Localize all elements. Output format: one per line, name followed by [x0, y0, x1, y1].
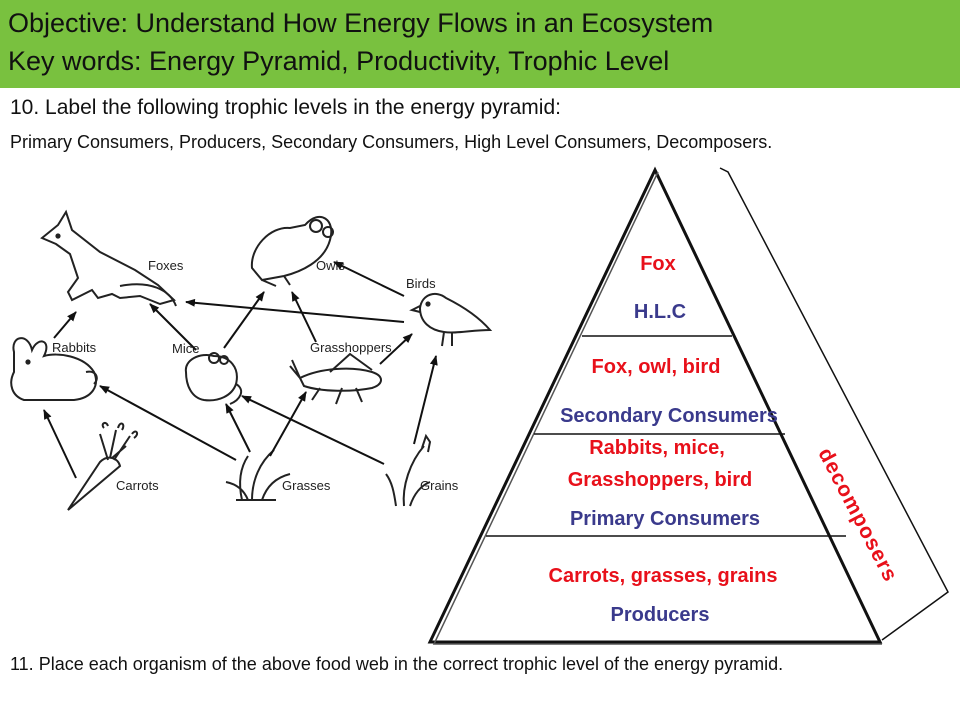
primary-organisms-line2: Grasshoppers, bird — [568, 469, 753, 491]
objective-title: Objective: Understand How Energy Flows i… — [8, 8, 714, 38]
food-web: Foxes Owls Birds Rabbits Mice Grasshoppe… — [10, 209, 493, 511]
energy-pyramid: Fox H.L.C Fox, owl, bird Secondary Consu… — [427, 166, 883, 645]
fox-icon — [40, 209, 177, 307]
arrow-grains-to-mice — [241, 395, 385, 465]
arrow-birds-to-foxes — [185, 298, 405, 323]
mouse-icon — [184, 352, 243, 405]
arrow-grasses-to-mice — [225, 403, 251, 453]
primary-organisms-line1: Rabbits, mice, — [589, 437, 725, 459]
producer-organisms: Carrots, grasses, grains — [549, 565, 778, 587]
label-grains: Grains — [420, 478, 459, 493]
arrow-mice-to-foxes — [149, 303, 197, 351]
decomposers-label: decomposers — [813, 444, 902, 586]
arrow-grasses-to-grasshoppers — [269, 391, 307, 457]
arrow-grasshoppers-to-birds — [379, 333, 413, 365]
label-birds: Birds — [406, 276, 436, 291]
arrow-grasshoppers-to-owls — [291, 291, 317, 343]
secondary-level-label: Secondary Consumers — [560, 405, 778, 427]
top-level-label: H.L.C — [634, 301, 686, 323]
arrow-birds-to-owls — [333, 261, 405, 297]
grass-icon — [225, 449, 291, 501]
carrot-icon — [67, 421, 139, 511]
arrow-mice-to-owls — [223, 291, 265, 349]
owl-icon — [250, 216, 334, 287]
secondary-organisms: Fox, owl, bird — [592, 356, 721, 378]
keywords-line: Key words: Energy Pyramid, Productivity,… — [8, 46, 670, 76]
header-banner: Objective: Understand How Energy Flows i… — [0, 0, 960, 88]
top-organisms: Fox — [640, 253, 676, 275]
bird-icon — [409, 292, 493, 347]
label-carrots: Carrots — [116, 478, 159, 493]
question-10-prompt: 10. Label the following trophic levels i… — [10, 96, 561, 119]
label-rabbits: Rabbits — [52, 340, 97, 355]
arrow-grains-to-birds — [413, 355, 438, 445]
arrow-carrots-to-rabbits — [43, 409, 77, 479]
decomposer-bracket — [719, 167, 949, 641]
grasshopper-icon — [289, 352, 382, 405]
label-foxes: Foxes — [148, 258, 184, 273]
question-11-prompt: 11. Place each organism of the above foo… — [10, 654, 784, 674]
arrow-rabbits-to-foxes — [53, 311, 77, 339]
arrow-grasses-to-rabbits — [99, 385, 237, 461]
rabbit-icon — [10, 337, 98, 401]
label-grasses: Grasses — [282, 478, 331, 493]
pyramid-outline-shadow — [432, 171, 882, 645]
grain-icon — [385, 433, 432, 507]
label-mice: Mice — [172, 341, 199, 356]
producer-level-label: Producers — [611, 604, 710, 626]
question-10-list: Primary Consumers, Producers, Secondary … — [10, 132, 773, 152]
pyramid-outline — [427, 166, 883, 644]
label-grasshoppers: Grasshoppers — [310, 340, 392, 355]
primary-level-label: Primary Consumers — [570, 508, 760, 530]
